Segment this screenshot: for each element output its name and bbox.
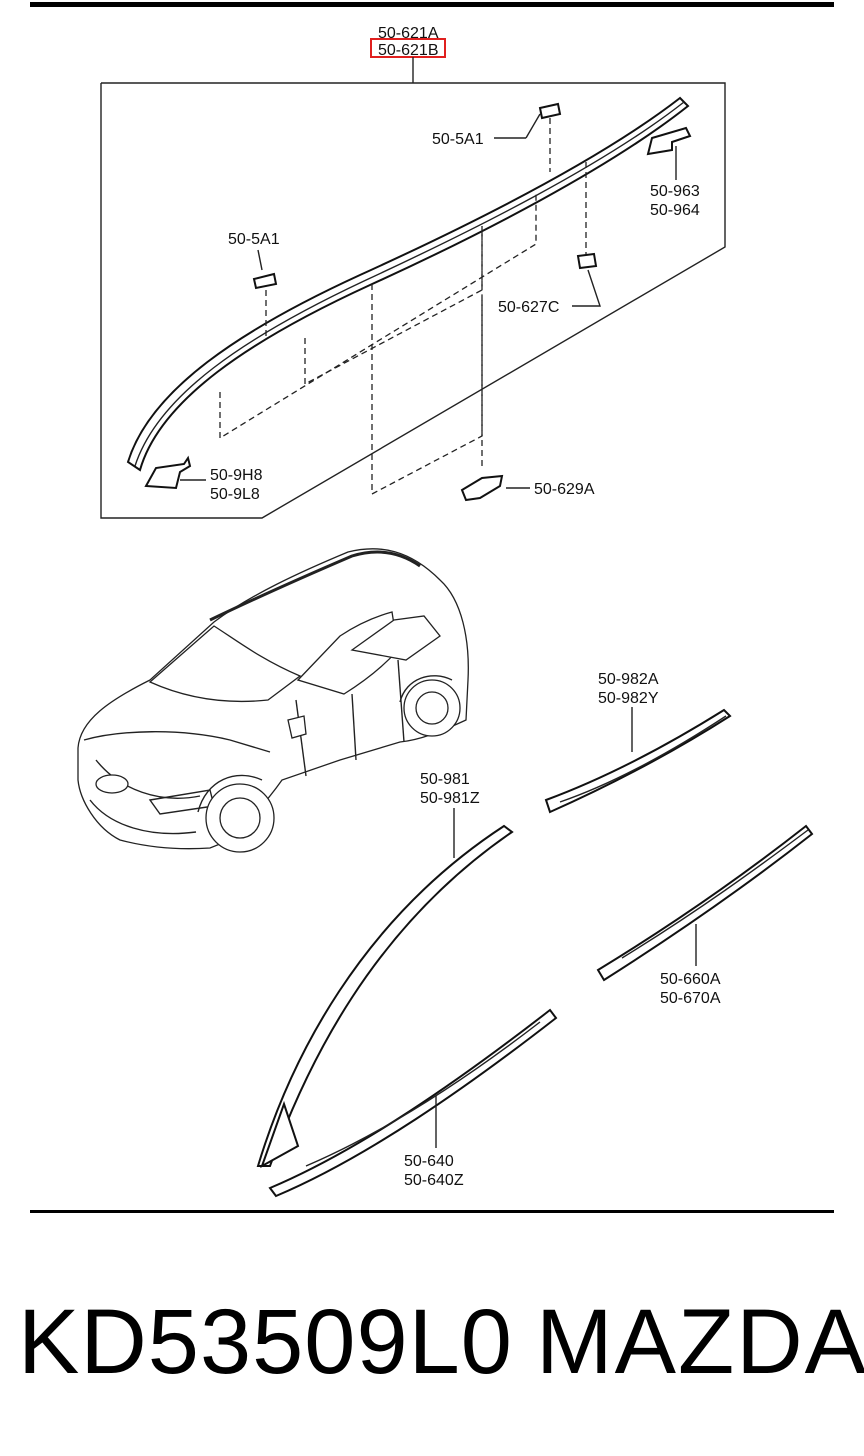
label-50-982a: 50-982A (598, 671, 659, 688)
dash-clip-mid (304, 226, 483, 386)
leader-5a1-upper-b (525, 113, 541, 139)
label-50-629a: 50-629A (534, 481, 595, 498)
end-clip-9h8-icon (144, 455, 192, 490)
brand-name: MAZDA (536, 1291, 864, 1393)
label-50-982y: 50-982Y (598, 690, 659, 707)
molding-981-corner (260, 1100, 300, 1169)
label-50-621a: 50-621A (378, 25, 439, 42)
label-50-963: 50-963 (650, 183, 700, 200)
part-number: KD53509L0 (18, 1291, 513, 1393)
top-rule (30, 2, 834, 7)
molding-660-edge (621, 829, 809, 959)
label-50-640z: 50-640Z (404, 1172, 464, 1189)
molding-982-icon (544, 708, 732, 814)
leader-627c (572, 269, 601, 307)
label-50-981z: 50-981Z (420, 790, 480, 807)
bottom-rule (30, 1210, 834, 1213)
label-50-9l8: 50-9L8 (210, 486, 260, 503)
label-50-5a1-lower: 50-5A1 (228, 231, 280, 248)
molding-640-edge (305, 1021, 541, 1167)
clip-627c-icon (576, 252, 598, 270)
molding-660-icon (596, 824, 814, 982)
label-50-621b: 50-621B (378, 42, 439, 59)
roof-rail-molding (126, 96, 690, 472)
roof-rail-inner-edge (134, 101, 685, 467)
molding-981-icon (256, 824, 514, 1167)
molding-640-icon (268, 1008, 558, 1198)
label-50-5a1-upper: 50-5A1 (432, 131, 484, 148)
label-50-627c: 50-627C (498, 299, 559, 316)
assembly-frame (100, 82, 726, 519)
clip-5a1-upper-icon (538, 102, 562, 120)
label-50-670a: 50-670A (660, 990, 721, 1007)
bracket-963-icon (646, 126, 692, 156)
suv-illustration-icon (77, 548, 469, 853)
leader-5a1-lower (257, 249, 263, 271)
dash-clip-long (371, 226, 483, 496)
clip-629a-icon (460, 474, 504, 502)
label-50-964: 50-964 (650, 202, 700, 219)
label-50-640: 50-640 (404, 1153, 454, 1170)
dash-clip-front (219, 192, 537, 440)
label-50-660a: 50-660A (660, 971, 721, 988)
label-50-981: 50-981 (420, 771, 470, 788)
molding-982-edge (559, 715, 727, 803)
clip-5a1-lower-icon (252, 272, 278, 290)
label-50-9h8: 50-9H8 (210, 467, 263, 484)
highlight-box (370, 38, 446, 58)
